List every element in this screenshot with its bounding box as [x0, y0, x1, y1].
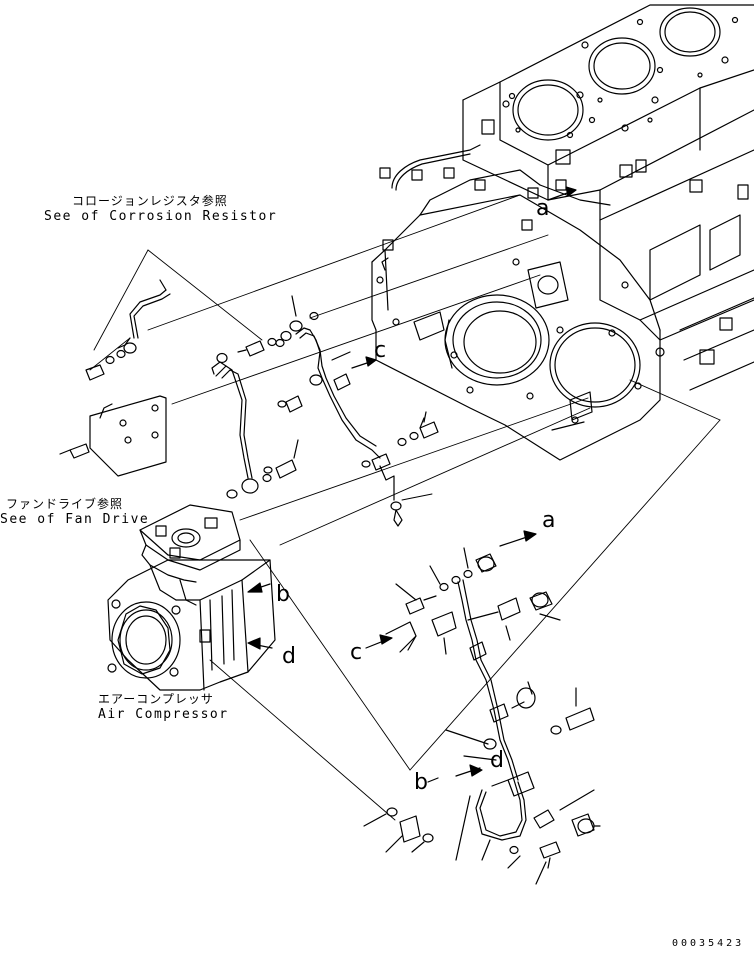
c-pipe-bolts [398, 418, 438, 446]
engine-block [463, 5, 754, 390]
corrosion-resistor-label-jp: コロージョンレジスタ参照 [72, 194, 228, 208]
air-pipe-assembly [386, 554, 594, 868]
callout-b-right: b [276, 582, 290, 607]
callout-a-top: a [536, 196, 550, 221]
callout-c-upper: c [374, 338, 387, 363]
coolant-pipe-c [276, 313, 432, 527]
callout-b-bottom: b [414, 770, 428, 795]
gear-case-bolts [377, 168, 664, 423]
gear-case [372, 145, 664, 460]
air-compressor [108, 505, 275, 690]
fan-drive-label-en: See of Fan Drive [0, 512, 150, 527]
corrosion-pipe [86, 280, 291, 380]
compressor-arrows [248, 583, 272, 649]
callout-a-right: a [542, 508, 556, 533]
document-number: 00035423 [672, 938, 745, 949]
corrosion-resistor-label-en: See of Corrosion Resistor [44, 209, 278, 224]
fan-drive-label-jp: ファンドライブ参照 [6, 497, 124, 511]
callout-arrows [292, 187, 600, 884]
air-compressor-label-jp: エアーコンプレッサ [98, 692, 214, 706]
air-compressor-label-en: Air Compressor [98, 707, 229, 722]
callout-c-lower: c [350, 640, 363, 665]
callout-d-right: d [282, 644, 296, 669]
leader-lines [90, 195, 720, 820]
fan-drive-bracket [60, 396, 166, 476]
fan-pipe [212, 354, 296, 499]
callout-d-bottom: d [490, 748, 504, 773]
